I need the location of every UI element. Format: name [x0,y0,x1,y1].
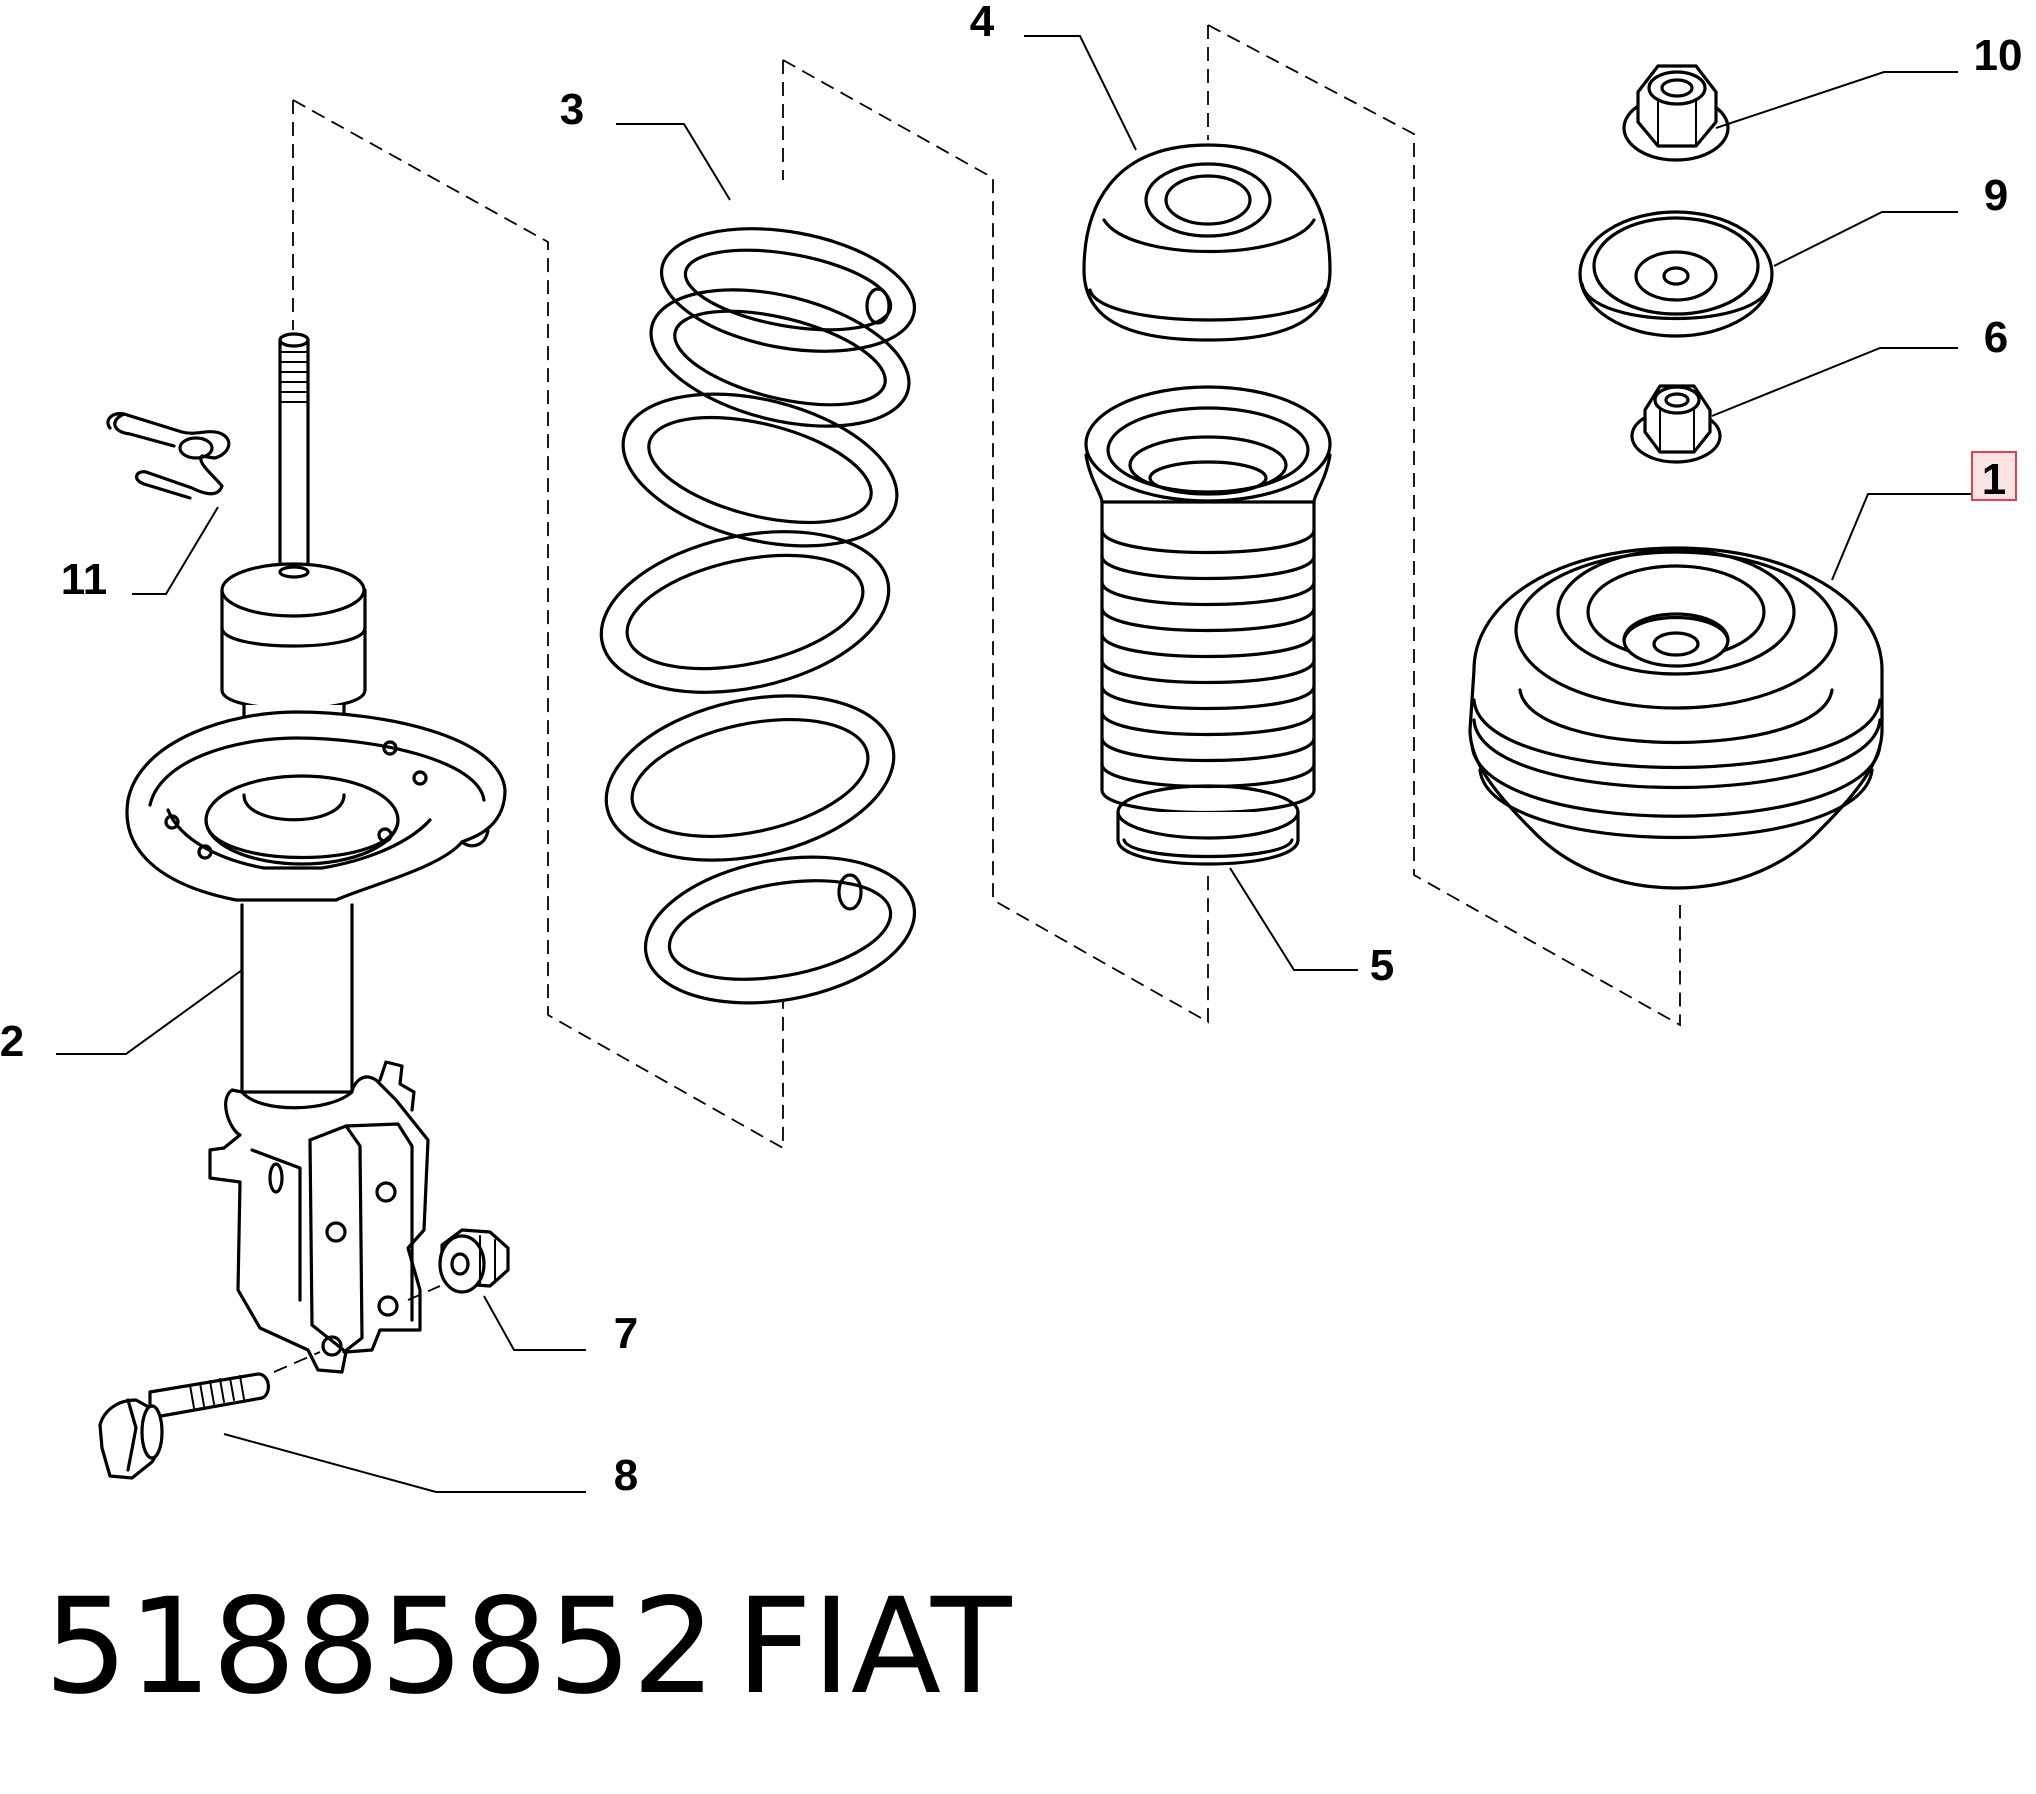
part-3-coil-spring [599,227,917,1005]
part-9-washer-plate [1578,210,1774,338]
callout-1[interactable]: 1 [1982,455,2006,504]
part-6-nut [1630,384,1722,464]
callout-4[interactable]: 4 [970,0,995,46]
callout-7[interactable]: 7 [614,1309,638,1358]
callout-11[interactable]: 11 [61,555,108,604]
part-8-hex-bolt [98,1285,441,1480]
callout-10[interactable]: 10 [1974,31,2023,80]
callout-3[interactable]: 3 [560,85,584,134]
part-1-strut-top-mount [1468,546,1884,890]
callout-2[interactable]: 2 [0,1017,24,1066]
callout-9[interactable]: 9 [1984,171,2008,220]
brand-label: FIAT [736,1570,1013,1724]
part-number-label: 51885852 [44,1570,716,1724]
selected-callout-highlight [1971,451,2017,501]
assembly-guide-lines [292,24,1681,1150]
part-7-flange-nut [438,1228,510,1294]
part-10-flange-nut [1622,64,1730,162]
part-2-shock-absorber-strut [125,332,507,1374]
callout-5[interactable]: 5 [1370,941,1394,990]
part-5-dust-boot [1084,385,1332,866]
callout-8[interactable]: 8 [614,1451,638,1500]
part-11-retaining-clip [106,412,231,500]
callout-leader-lines [56,35,1996,1493]
part-4-bump-stop-cap [1082,143,1332,342]
callout-6[interactable]: 6 [1984,313,2008,362]
